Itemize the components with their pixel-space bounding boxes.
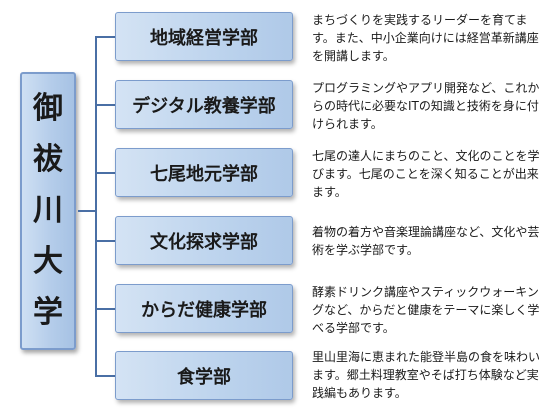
branch-connector (95, 36, 115, 38)
department-name: 七尾地元学部 (150, 163, 258, 185)
department-name: 地域経営学部 (150, 27, 258, 49)
department-box-body-health: からだ健康学部 (115, 284, 293, 333)
branch-connector (95, 172, 115, 174)
department-description: まちづくりを実践するリーダーを育てます。また、中小企業向けには経営革新講座を開講… (312, 13, 539, 63)
branch-connector (95, 375, 115, 377)
trunk-connector-horizontal (78, 210, 96, 212)
department-box-regional-management: 地域経営学部 (115, 12, 293, 61)
department-box-digital-liberal-arts: デジタル教養学部 (115, 80, 293, 129)
university-name-char: 御 (33, 91, 63, 127)
branch-connector (95, 308, 115, 310)
branch-connector (95, 104, 115, 106)
trunk-connector-vertical (95, 37, 97, 376)
department-box-food: 食学部 (115, 351, 293, 400)
department-box-culture-exploration: 文化探求学部 (115, 216, 293, 265)
department-description: 里山里海に恵まれた能登半島の食を味わいます。郷土料理教室やそば打ち体験など実践編… (312, 350, 541, 400)
university-name-char: 大 (33, 243, 63, 279)
department-box-nanao-local: 七尾地元学部 (115, 148, 293, 197)
department-name: 文化探求学部 (150, 231, 258, 253)
university-name-char: 祓 (33, 142, 63, 178)
university-name-char: 川 (33, 192, 63, 228)
department-description: プログラミングやアプリ開発など、これからの時代に必要なITの知識と技術を身に付け… (312, 81, 540, 131)
university-name-box: 御 祓 川 大 学 (20, 72, 76, 350)
department-name: 食学部 (177, 366, 231, 388)
department-name: デジタル教養学部 (132, 95, 276, 117)
university-name-char: 学 (33, 294, 63, 330)
branch-connector (95, 240, 115, 242)
department-description: 着物の着方や音楽理論講座など、文化や芸術を学ぶ学部です。 (312, 225, 540, 257)
department-description: 七尾の達人にまちのこと、文化のことを学びます。七尾のことを深く知ることが出来ます… (312, 149, 540, 199)
department-name: からだ健康学部 (141, 299, 267, 321)
department-description: 酵素ドリンク講座やスティックウォーキングなど、からだと健康をテーマに楽しく学べる… (312, 285, 540, 335)
